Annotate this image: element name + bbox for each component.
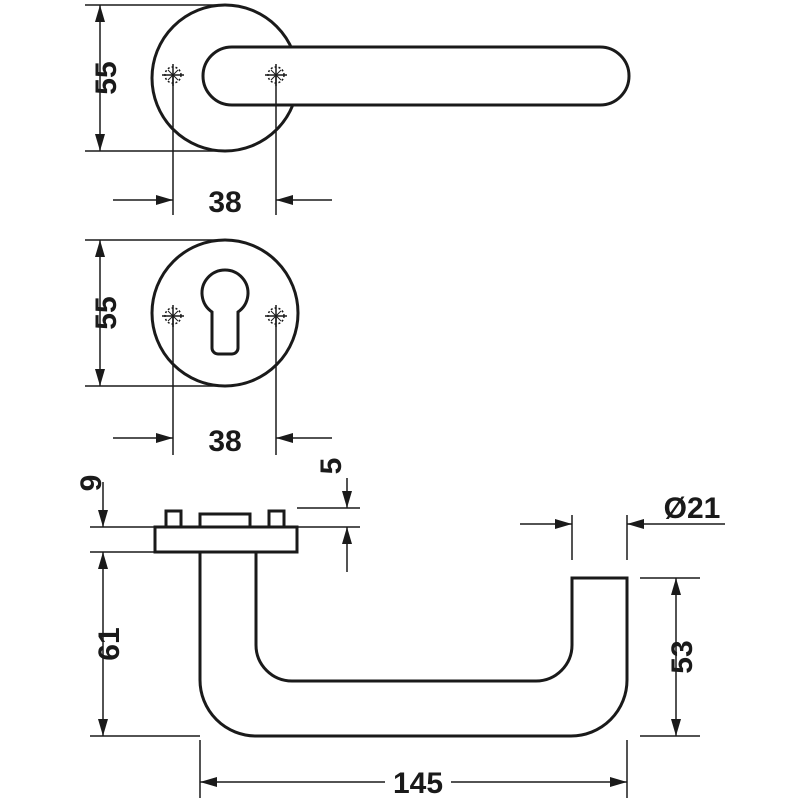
escutcheon-height-label: 55	[90, 296, 123, 329]
rose-side-plate	[153, 525, 299, 554]
cylinder-keyhole	[200, 268, 250, 356]
rose-screw-spacing-dimension: 38	[113, 186, 332, 219]
handle-side-view: 9 61 5 Ø21	[75, 458, 725, 800]
center-stub	[198, 512, 252, 529]
handle-drop-dimension: 61	[90, 552, 200, 737]
stub-height-label: 5	[315, 458, 348, 475]
escutcheon-screw-spacing-label: 38	[208, 425, 241, 458]
rose-height-dimension: 55	[90, 5, 123, 151]
escutcheon-height-dimension: 55	[90, 240, 123, 386]
handle-drop-label: 61	[93, 627, 126, 660]
left-stub	[164, 509, 183, 529]
escutcheon-screw-spacing-dimension: 38	[113, 425, 332, 458]
lever-arm	[201, 45, 631, 107]
handle-diameter-dimension: Ø21	[520, 492, 725, 560]
handle-height-label: 53	[666, 640, 699, 673]
stub-height-dimension: 5	[297, 458, 360, 572]
rose-lever-view: 55 38	[85, 3, 631, 219]
handle-length-dimension: 145	[199, 740, 628, 800]
handle-height-dimension: 53	[640, 577, 700, 737]
handle-length-label: 145	[393, 767, 443, 800]
rose-height-label: 55	[90, 61, 123, 94]
handle-diameter-label: Ø21	[664, 492, 721, 525]
right-stub	[267, 509, 286, 529]
u-handle-body	[198, 550, 629, 738]
escutcheon-view: 55 38	[85, 238, 332, 458]
rose-thickness-dimension: 9	[75, 475, 155, 553]
rose-thickness-label: 9	[75, 475, 108, 492]
rose-screw-spacing-label: 38	[208, 186, 241, 219]
